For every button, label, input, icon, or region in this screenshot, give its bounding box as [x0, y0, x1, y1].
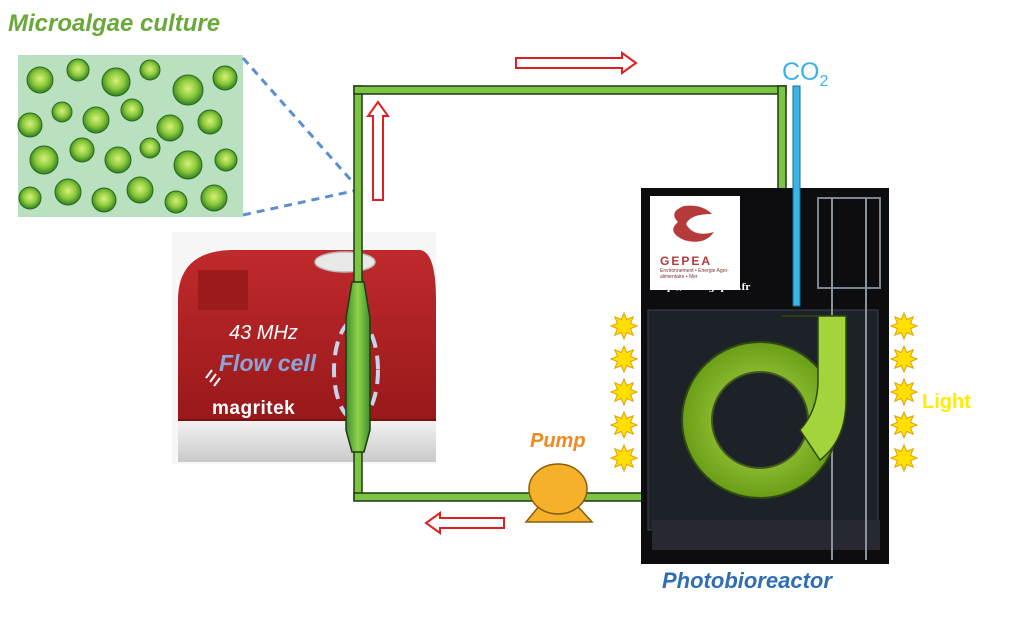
- algae-cell: [26, 66, 54, 94]
- sun-icon: [609, 344, 639, 374]
- flow-arrow-icon: [366, 51, 638, 535]
- magritek-logo-mark: [205, 369, 221, 387]
- pump-icon: [524, 463, 594, 523]
- flow-cell-highlight: [332, 318, 380, 422]
- light-label: Light: [922, 391, 971, 413]
- sun-icon: [889, 344, 919, 374]
- algae-cell: [214, 148, 238, 172]
- algae-cell: [197, 109, 223, 135]
- vent-grille: [198, 270, 248, 310]
- algae-cell: [212, 65, 238, 91]
- sun-icon: [609, 377, 639, 407]
- spectrometer-icon: [172, 232, 436, 464]
- microalgae-title: Microalgae culture: [8, 10, 221, 37]
- algae-cell: [54, 178, 82, 206]
- sun-icon: [889, 410, 919, 440]
- algae-cell: [91, 187, 117, 213]
- sun-icon: [609, 311, 639, 341]
- sun-icon: [609, 443, 639, 473]
- spectrometer-brand: magritek: [212, 398, 296, 419]
- co2-line: [792, 85, 801, 307]
- sun-icon: [609, 410, 639, 440]
- algae-cell: [51, 101, 73, 123]
- gepea-logo-mark: [673, 205, 714, 242]
- zoom-line-bottom: [242, 188, 359, 217]
- co2-subscript: 2: [819, 73, 829, 90]
- algae-cell: [101, 67, 131, 97]
- sun-icon: [889, 377, 919, 407]
- co2-label: CO2: [782, 58, 828, 91]
- gepea-tagline: Environnement • Énergie Agro-alimentaire…: [660, 268, 729, 280]
- algae-cell: [17, 112, 43, 138]
- algae-cell: [126, 176, 154, 204]
- algae-cell: [29, 145, 59, 175]
- flow-arrow-up: [366, 100, 390, 201]
- flow-arrow-left: [424, 511, 505, 535]
- photobioreactor: [641, 188, 889, 564]
- algae-cell: [104, 146, 132, 174]
- algae-cell: [18, 186, 42, 210]
- flow-arrow-right: [515, 51, 638, 75]
- algae-cells: [17, 58, 238, 214]
- flow-cell: [345, 281, 371, 453]
- sun-icon: [889, 311, 919, 341]
- algae-cell: [200, 184, 228, 212]
- photobioreactor-label: Photobioreactor: [662, 568, 832, 593]
- gepea-url: http://www.gepea.fr: [652, 283, 751, 293]
- algae-cell: [173, 150, 203, 180]
- pump-label: Pump: [530, 430, 586, 452]
- algae-cell: [164, 190, 188, 214]
- co2-main: CO: [782, 58, 820, 86]
- frequency-label: 43 MHz: [229, 322, 298, 344]
- zoom-line-top: [241, 57, 360, 189]
- algae-cell: [69, 137, 95, 163]
- algae-cell: [139, 59, 161, 81]
- sun-column-left: [609, 311, 919, 473]
- sun-icon: [889, 443, 919, 473]
- algae-cell: [139, 137, 161, 159]
- algae-cell: [66, 58, 90, 82]
- gepea-name: GEPEA: [660, 254, 713, 268]
- algae-cell: [172, 74, 204, 106]
- flow-cell-label: Flow cell: [219, 350, 317, 376]
- algae-cell: [120, 98, 144, 122]
- algae-cell: [156, 114, 184, 142]
- microscope-image: [17, 55, 243, 217]
- algae-cell: [82, 106, 110, 134]
